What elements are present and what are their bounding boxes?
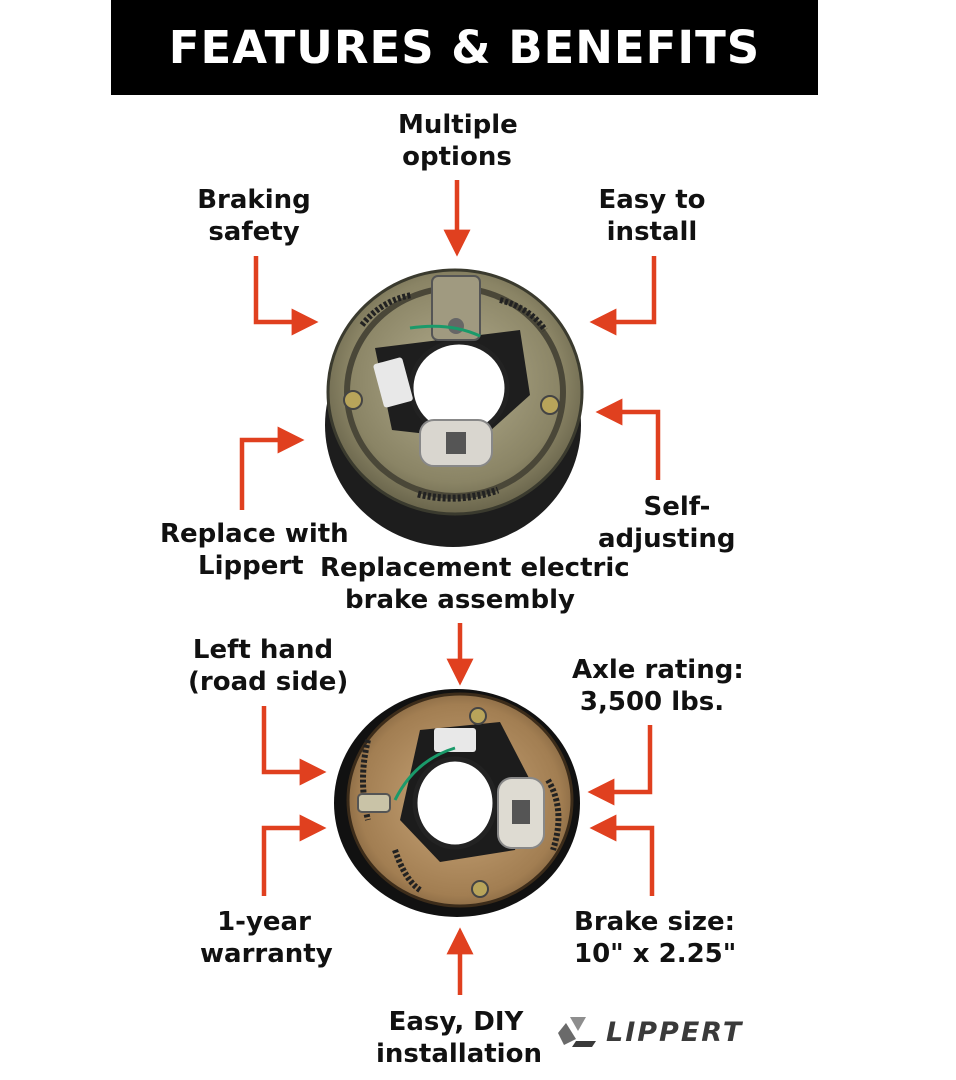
label-replace-lippert: Replace with Lippert — [160, 519, 349, 581]
callout-arrows — [239, 180, 661, 995]
top-spring-right — [499, 297, 548, 332]
header-banner: FEATURES & BENEFITS — [111, 0, 818, 95]
label-self-adjusting: Self- adjusting — [598, 492, 736, 554]
top-magnet-center — [446, 432, 466, 454]
top-wire — [409, 324, 481, 338]
label-warranty: 1-year warranty — [200, 907, 333, 969]
lippert-logo-icon — [558, 1017, 596, 1047]
page-title: FEATURES & BENEFITS — [168, 21, 761, 74]
bottom-spring-lower — [392, 849, 422, 893]
bottom-axle-hole — [412, 756, 498, 850]
bottom-bolt-bottom — [471, 880, 489, 898]
arrow-warranty — [261, 814, 327, 896]
arrow-replace-lippert — [239, 426, 305, 510]
top-bolt-left — [343, 390, 363, 410]
bottom-magnet-center — [512, 800, 530, 824]
top-brake-assembly — [325, 268, 584, 547]
label-left-hand: Left hand (road side) — [188, 635, 349, 697]
bottom-bolt-top — [469, 707, 487, 725]
top-product-label — [373, 357, 413, 408]
label-diy: Easy, DIY installation — [376, 1007, 542, 1069]
arrow-left-hand — [261, 706, 327, 786]
lippert-logo: LIPPERT — [556, 1012, 743, 1052]
arrow-easy-install — [589, 256, 657, 336]
bottom-wire — [393, 746, 456, 801]
bottom-brake-assembly — [334, 689, 580, 917]
label-brake-size: Brake size: 10" x 2.25" — [574, 907, 737, 969]
arrow-axle-rating — [587, 725, 653, 806]
top-spring-bottom — [417, 486, 500, 502]
top-anchor-post — [431, 275, 481, 341]
arrow-self-adjusting — [595, 398, 661, 480]
bottom-product-label — [434, 728, 476, 752]
label-replacement: Replacement electric brake assembly — [320, 553, 630, 615]
label-axle-rating: Axle rating: 3,500 lbs. — [572, 655, 744, 717]
label-easy-install: Easy to install — [598, 185, 706, 247]
top-bolt-right — [540, 395, 560, 415]
arrow-braking-safety — [253, 256, 319, 336]
arrow-brake-size — [589, 814, 655, 896]
lippert-logo-wordmark: LIPPERT — [606, 1016, 744, 1048]
top-spring-left — [359, 292, 413, 327]
bottom-adjuster — [357, 793, 391, 813]
bottom-spring-right — [545, 778, 562, 851]
label-braking-safety: Braking safety — [197, 185, 311, 247]
label-multiple-options: Multiple options — [398, 110, 518, 172]
